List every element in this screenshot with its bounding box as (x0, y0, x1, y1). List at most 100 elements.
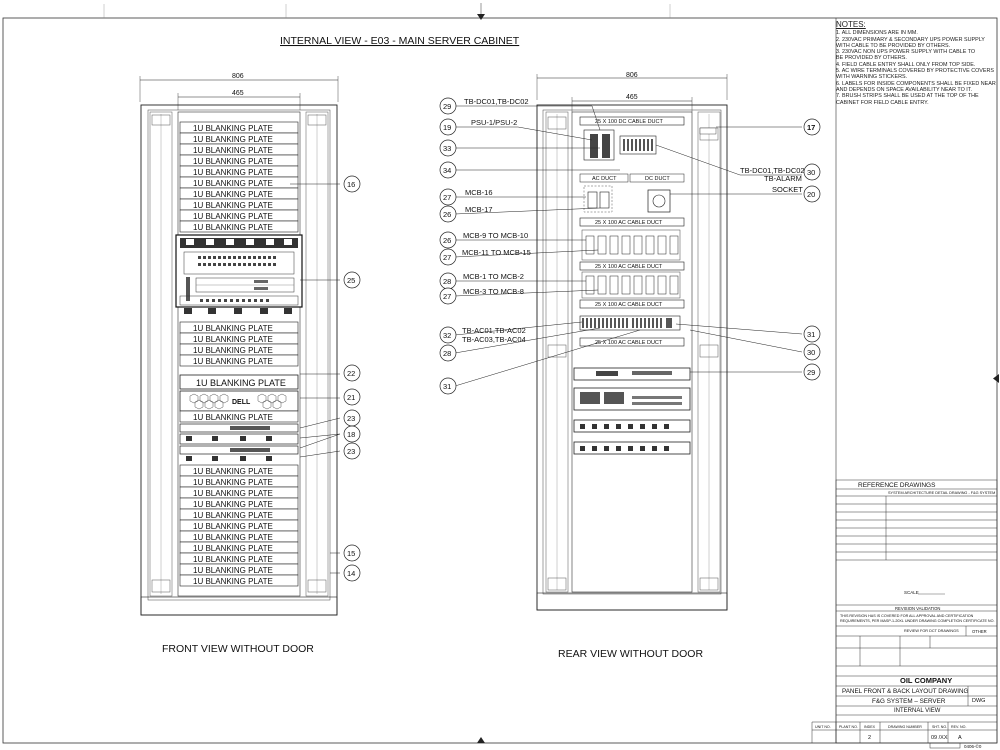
revision-note: THIS REVISION HAS IS COVERED FOR ALL APP… (840, 614, 974, 618)
blanking-plate: 1U BLANKING PLATE (193, 577, 273, 586)
item-balloon: 26 (443, 210, 451, 219)
item-balloon: 25 (347, 276, 355, 285)
blanking-plate: 1U BLANKING PLATE (193, 511, 273, 520)
note-line: 2. 230VAC PRIMARY & SECONDARY UPS POWER … (836, 36, 985, 43)
note-line: 4. FIELD CABLE ENTRY SHALL ONLY FROM TOP… (836, 61, 976, 68)
item-balloon: 15 (347, 549, 355, 558)
callout-label: TB-AC01,TB-AC02 (462, 326, 526, 335)
sheet-count: 09 /XX (931, 735, 948, 741)
rear-plinth (536, 592, 728, 611)
item-balloon: 33 (443, 144, 451, 153)
callout-label: MCB-11 TO MCB-15 (462, 248, 531, 257)
blanking-plate: 1U BLANKING PLATE (193, 335, 273, 344)
item-balloon: 23 (347, 447, 355, 456)
center-mark-right-icon (993, 374, 999, 383)
blanking-plate: 1U BLANKING PLATE (193, 467, 273, 476)
front-inner-dimension: 465 (232, 90, 244, 97)
note-line: 1. ALL DIMENSIONS ARE IN MM. (836, 30, 918, 37)
footer-col: DRAWING NUMBER (888, 725, 922, 729)
mcb-17 (599, 191, 610, 209)
rear-right-callouts: TB-DC01,TB-DC02 TB-ALARM SOCKET 17 30 20… (699, 118, 821, 381)
footer-col: REV. NO. (951, 725, 966, 729)
drawing-type: DWG (972, 698, 985, 704)
front-balloons: 16 25 22 21 23 18 23 15 14 (343, 175, 361, 582)
blanking-plate: 1U BLANKING PLATE (193, 223, 273, 232)
item-balloon: 27 (443, 253, 451, 262)
callout-label: MCB-3 TO MCB-8 (463, 287, 524, 296)
item-balloon: 31 (807, 330, 815, 339)
cable-duct-label: 25 X 100 AC CABLE DUCT (595, 220, 663, 226)
front-width-dimension: 806 (232, 73, 244, 80)
front-plinth (140, 596, 338, 616)
item-balloon: 27 (443, 292, 451, 301)
blanking-plate: 1U BLANKING PLATE (193, 124, 273, 133)
callout-label: SOCKET (772, 185, 803, 194)
revision-validation: REVISION VALIDATION (895, 606, 940, 611)
item-balloon: 30 (807, 168, 815, 177)
company-name: OIL COMPANY (900, 676, 952, 685)
item-balloon: 22 (347, 369, 355, 378)
blanking-plate: 1U BLANKING PLATE (193, 478, 273, 487)
blanking-plate: 1U BLANKING PLATE (193, 544, 273, 553)
note-line: AND DEPENDS ON SPACE AVAILABILITY NEAR T… (836, 86, 973, 93)
blanking-plate-large: 1U BLANKING PLATE (196, 378, 286, 388)
blanking-plate: 1U BLANKING PLATE (193, 135, 273, 144)
item-balloon: 18 (347, 430, 355, 439)
blanking-plate: 1U BLANKING PLATE (193, 522, 273, 531)
item-balloon: 14 (347, 569, 355, 578)
ac-duct-label: AC DUCT (592, 176, 617, 182)
dc-duct-label: DC DUCT (645, 176, 670, 182)
footer-col: SHT. NO. (932, 725, 947, 729)
blanking-plate: 1U BLANKING PLATE (193, 179, 273, 188)
scale-label: SCALE (904, 590, 919, 595)
notes-heading: NOTES: (836, 20, 866, 29)
dc-terminal-block (619, 135, 657, 155)
ref-drawings-heading: REFERENCE DRAWINGS (858, 482, 936, 489)
item-balloon: 26 (443, 236, 451, 245)
note-line: WITH WARNING STICKERS. (836, 74, 908, 81)
item-balloon: 28 (443, 349, 451, 358)
blanking-plate: 1U BLANKING PLATE (193, 413, 273, 422)
cable-duct-label: 25 X 100 AC CABLE DUCT (595, 340, 663, 346)
title-block (811, 479, 998, 749)
note-line: 5. AC WIRE TERMINALS COVERED BY PROTECTI… (836, 68, 994, 75)
item-balloon: 28 (443, 277, 451, 286)
item-balloon: 31 (443, 382, 451, 391)
footer-col: INDEX (864, 725, 876, 729)
drawing-title: PANEL FRONT & BACK LAYOUT DRAWING (842, 688, 969, 695)
note-line: 3. 230VAC NON UPS POWER SUPPLY WITH CABL… (836, 49, 976, 56)
rear-width-dimension: 806 (626, 72, 638, 79)
callout-label: TB-ALARM (764, 174, 802, 183)
ac-terminal-blocks (579, 315, 681, 331)
blanking-plate: 1U BLANKING PLATE (193, 346, 273, 355)
note-line: CABINET FOR FIELD CABLE ENTRY. (836, 99, 929, 106)
blanking-plate: 1U BLANKING PLATE (193, 168, 273, 177)
rear-inner-dimension: 465 (626, 94, 638, 101)
blanking-plate: 1U BLANKING PLATE (193, 357, 273, 366)
system-name: F&G SYSTEM – SERVER (872, 698, 946, 705)
note-line: 7. BRUSH STRIPS SHALL BE USED AT THE TOP… (836, 93, 979, 100)
item-balloon: 29 (443, 102, 451, 111)
blanking-plate: 1U BLANKING PLATE (193, 157, 273, 166)
dell-server: DELL (179, 390, 299, 412)
note-line: WITH CABLE TO BE PROVIDED BY OTHERS. (836, 42, 951, 49)
blanking-plate: 1U BLANKING PLATE (193, 190, 273, 199)
item-balloon: 29 (807, 368, 815, 377)
cable-duct-label: 25 X 100 DC CABLE DUCT (595, 119, 663, 125)
other-label: OTHER (972, 629, 987, 634)
sheet-no: 2 (868, 735, 871, 741)
note-line: 6. LABELS FOR INSIDE COMPONENTS SHALL BE… (836, 80, 996, 87)
blanking-plate: 1U BLANKING PLATE (193, 201, 273, 210)
item-balloon: 16 (347, 180, 355, 189)
socket (647, 189, 671, 213)
mcb-16 (587, 191, 598, 209)
cable-duct-label: 25 X 100 AC CABLE DUCT (595, 264, 663, 270)
mcb-row-upper (585, 235, 679, 255)
ref-drawing-item: SYSTEM ARCHITECTURE DETAIL DRAWING - F&G… (888, 491, 995, 495)
blanking-plate: 1U BLANKING PLATE (193, 533, 273, 542)
front-view: 806 465 1U BLANKING PLATE 1U BLANKING PL… (139, 73, 361, 655)
cable-duct-label: 25 X 100 AC CABLE DUCT (595, 302, 663, 308)
callout-label: TB-AC03,TB-AC04 (462, 335, 526, 344)
